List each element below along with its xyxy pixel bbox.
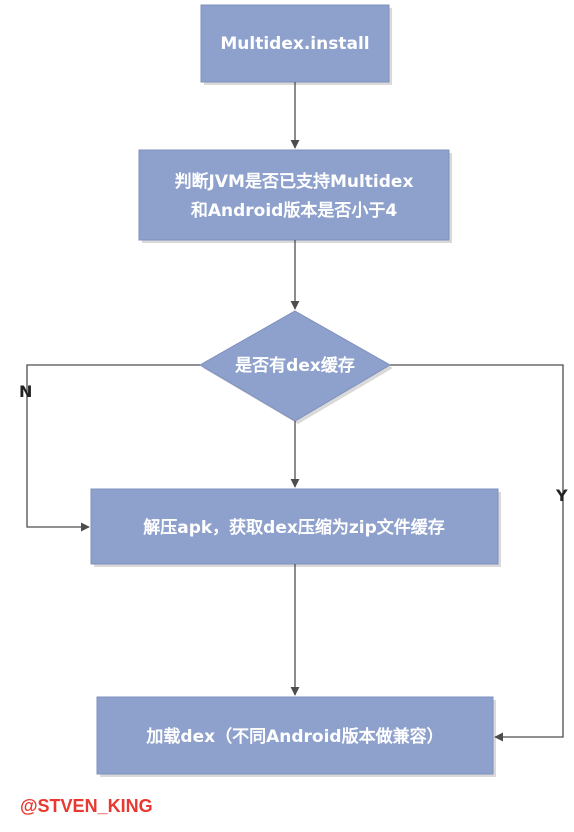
node-decision-label: 是否有dex缓存 (235, 355, 355, 376)
node-extract-apk (90, 488, 499, 565)
node-multidex-install (200, 4, 390, 83)
edge-label-yes: Y (555, 486, 568, 505)
node-check-support-label-line2: 和Android版本是否小于4 (191, 200, 397, 221)
node-load-dex (96, 696, 494, 775)
node-load-dex-label: 加载dex（不同Android版本做兼容） (145, 726, 443, 747)
node-check-support (138, 149, 450, 241)
node-check-support-label-line1: 判断JVM是否已支持Multidex (175, 171, 414, 192)
edge-label-no: N (19, 382, 32, 401)
watermark-signature: @STVEN_KING (20, 796, 153, 816)
node-multidex-install-label: Multidex.install (220, 34, 369, 54)
node-extract-apk-label: 解压apk，获取dex压缩为zip文件缓存 (143, 517, 445, 538)
edge-decision-yes-to-load (390, 364, 564, 742)
edge-decision-no-loop (26, 364, 200, 532)
